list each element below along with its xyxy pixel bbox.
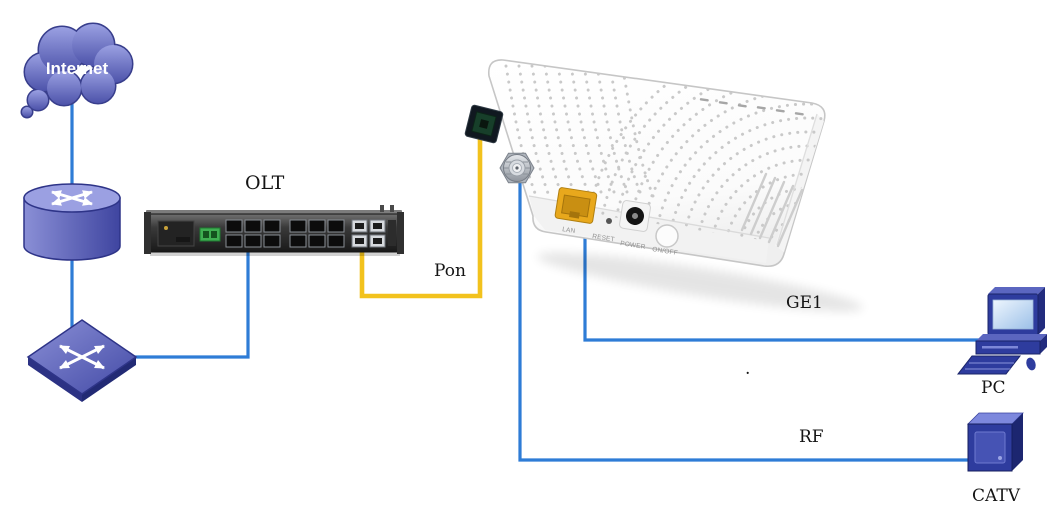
olt-label: OLT — [245, 172, 285, 194]
onoff-button — [655, 224, 679, 248]
olt-sfp-port — [289, 219, 307, 233]
olt-sfp-ports — [225, 219, 345, 248]
lan-port-label: LAN — [562, 226, 576, 235]
olt-status-panel — [388, 220, 396, 246]
router-body — [23, 197, 121, 261]
catv-box-side — [1012, 413, 1023, 471]
olt-rj45-slot — [355, 238, 364, 244]
olt-power-led — [164, 226, 168, 230]
olt-screw — [380, 205, 384, 212]
olt-sfp-port — [289, 234, 307, 248]
cloud-fill — [22, 24, 132, 117]
stray-dot: . — [745, 359, 750, 379]
monitor-top — [988, 287, 1045, 294]
olt-sfp-port — [263, 234, 281, 248]
reset-hole — [606, 218, 612, 224]
switch-side-left — [28, 357, 82, 402]
system-unit-slot — [982, 346, 1018, 349]
coax-connector — [499, 152, 535, 184]
reset-label: RESET — [592, 233, 615, 243]
link-pon-fiber — [359, 138, 483, 299]
internet-cloud-icon: Internet — [20, 22, 134, 119]
onu-side-crease — [776, 113, 818, 246]
switch-side-right — [82, 357, 136, 402]
monitor-screen — [992, 299, 1034, 330]
olt-rj45-slot — [355, 223, 364, 229]
link-rf — [518, 182, 975, 462]
olt-terminal-hole — [203, 231, 209, 238]
olt-power-module — [157, 220, 195, 247]
internet-label: Internet — [46, 59, 109, 78]
led-indicator-marks — [699, 98, 804, 116]
pon-label: Pon — [434, 261, 466, 281]
power-jack — [619, 200, 651, 232]
ge1-label: GE1 — [786, 293, 823, 313]
monitor-side — [1038, 287, 1045, 335]
olt-sfp-port — [244, 219, 262, 233]
onu-device: LAN RESET POWER ON/OFF — [464, 59, 863, 312]
onoff-label: ON/OFF — [652, 246, 679, 257]
catv-icon — [967, 412, 1024, 472]
mouse — [1026, 357, 1036, 371]
olt-sfp-port — [308, 234, 326, 248]
catv-label: CATV — [972, 486, 1021, 506]
olt-power-inlet — [176, 237, 190, 242]
catv-panel — [974, 431, 1006, 464]
power-label: POWER — [620, 240, 646, 251]
router-icon — [23, 183, 121, 261]
lan-port-notch — [569, 211, 580, 219]
coax-pin-hole — [515, 166, 519, 170]
power-jack-pin — [632, 213, 638, 219]
olt-terminal-hole — [211, 231, 217, 238]
system-unit-side — [1040, 334, 1047, 354]
lan-port — [554, 187, 598, 224]
fiber-port-hole — [479, 119, 489, 129]
olt-rack-ear-left — [144, 212, 151, 254]
fiber-port — [464, 104, 504, 144]
switch-arrows-icon — [59, 344, 105, 370]
catv-led — [998, 456, 1002, 460]
side-grille — [740, 172, 804, 248]
system-unit-top — [976, 334, 1047, 341]
onu-shadow — [537, 252, 863, 312]
olt-sfp-port — [225, 219, 243, 233]
onu-side-face — [775, 114, 824, 252]
olt-rj45-slot — [373, 238, 382, 244]
olt-sfp-port — [327, 234, 345, 248]
olt-rack-ear-right — [397, 212, 404, 254]
olt-device — [144, 205, 404, 256]
olt-sfp-port — [225, 234, 243, 248]
rf-label: RF — [799, 427, 824, 447]
switch-icon — [26, 319, 138, 402]
router-arrows-icon — [51, 190, 93, 206]
olt-sfp-port — [308, 219, 326, 233]
olt-rj45-ports — [351, 219, 386, 248]
olt-shadow — [150, 252, 400, 256]
pc-label: PC — [981, 378, 1005, 398]
keyboard — [956, 355, 1022, 375]
olt-sfp-port — [244, 234, 262, 248]
olt-screw — [390, 205, 394, 212]
link-switch-olt — [132, 250, 250, 359]
olt-sfp-port — [327, 219, 345, 233]
olt-sfp-port — [263, 219, 281, 233]
pc-icon — [956, 287, 1047, 375]
olt-rj45-slot — [373, 223, 382, 229]
